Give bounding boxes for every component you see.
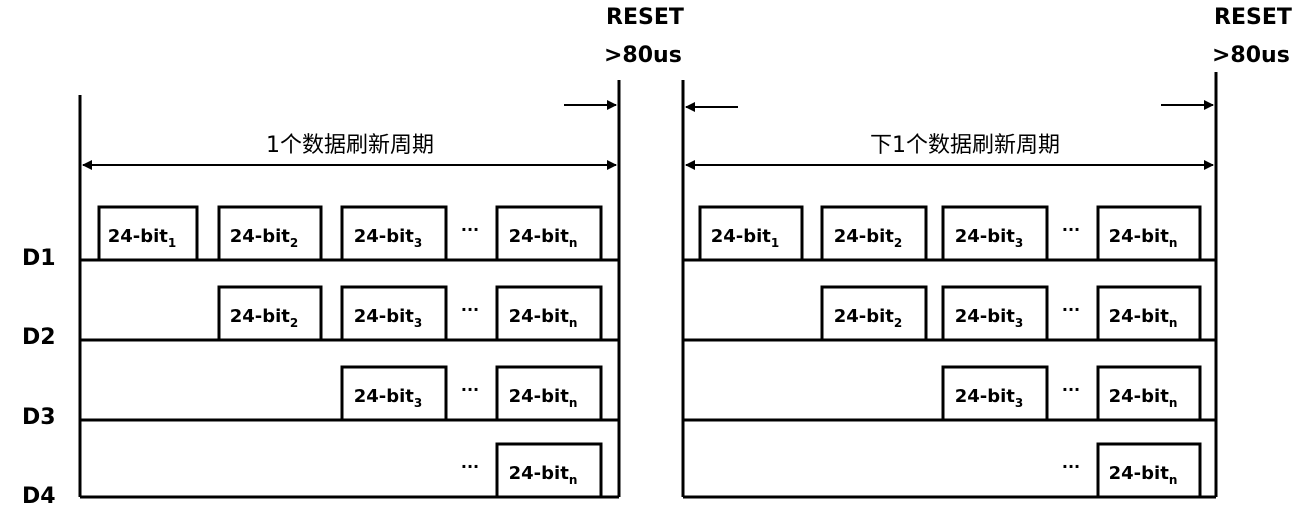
packet-subscript: 3 xyxy=(414,236,422,250)
ellipsis: ··· xyxy=(1062,380,1080,399)
row-label-d1: D1 xyxy=(22,246,56,271)
packet-label: 24-bit1 xyxy=(711,226,780,250)
packet-box xyxy=(820,285,928,342)
packet-label: 24-bitn xyxy=(509,306,578,330)
packet-subscript: n xyxy=(569,396,578,410)
packet-subscript: 1 xyxy=(771,236,779,250)
packet-subscript: 3 xyxy=(414,316,422,330)
packet-label: 24-bit3 xyxy=(955,386,1024,410)
packet-subscript: 3 xyxy=(1015,316,1023,330)
packet-box xyxy=(1096,205,1202,262)
packet-label: 24-bitn xyxy=(509,226,578,250)
packet-label: 24-bit2 xyxy=(834,226,903,250)
packet-box xyxy=(495,285,603,342)
packet-label: 24-bit2 xyxy=(230,306,299,330)
packet-subscript: n xyxy=(1169,396,1178,410)
reset-time-1: >80us xyxy=(604,43,682,68)
packet-box xyxy=(217,285,323,342)
ellipsis: ··· xyxy=(461,220,479,239)
packet-label: 24-bit3 xyxy=(354,386,423,410)
packet-label: 24-bitn xyxy=(1109,306,1178,330)
packet-box xyxy=(1096,442,1202,499)
packet-subscript: n xyxy=(1169,316,1178,330)
packet-box xyxy=(698,205,804,262)
ellipsis: ··· xyxy=(461,300,479,319)
packet-subscript: n xyxy=(569,316,578,330)
packet-label: 24-bitn xyxy=(509,386,578,410)
packet-box xyxy=(495,442,603,499)
packet-label: 24-bitn xyxy=(1109,386,1178,410)
diagram-dynamic-group: 24-bit1 24-bit2 24-bit3 24-bitn ··· 24-bit2 24… xyxy=(78,72,1218,499)
packet-box xyxy=(495,205,603,262)
reset-label-2: RESET xyxy=(1214,5,1292,30)
packet-box xyxy=(340,285,448,342)
packet-subscript: n xyxy=(569,236,578,250)
packet-box xyxy=(820,205,928,262)
packet-box xyxy=(495,365,603,422)
packet-box xyxy=(1096,365,1202,422)
packet-box xyxy=(340,205,448,262)
row-label-d3: D3 xyxy=(22,405,56,430)
packet-subscript: 2 xyxy=(894,316,902,330)
packet-label: 24-bit3 xyxy=(354,306,423,330)
packet-subscript: 2 xyxy=(290,236,298,250)
packet-subscript: 2 xyxy=(894,236,902,250)
packet-subscript: 2 xyxy=(290,316,298,330)
packet-box xyxy=(340,365,448,422)
packet-box xyxy=(97,205,199,262)
packet-subscript: n xyxy=(569,473,578,487)
ellipsis: ··· xyxy=(1062,457,1080,476)
reset-time-2: >80us xyxy=(1212,43,1290,68)
ellipsis: ··· xyxy=(1062,220,1080,239)
packet-label: 24-bit2 xyxy=(834,306,903,330)
row-label-d4: D4 xyxy=(22,484,56,509)
packet-label: 24-bitn xyxy=(1109,463,1178,487)
packet-subscript: n xyxy=(1169,473,1178,487)
packet-box xyxy=(941,285,1049,342)
ellipsis: ··· xyxy=(1062,300,1080,319)
packet-subscript: 3 xyxy=(1015,236,1023,250)
packet-subscript: 1 xyxy=(168,236,176,250)
reset-label-1: RESET xyxy=(606,5,684,30)
packet-label: 24-bit3 xyxy=(955,226,1024,250)
packet-label: 24-bit3 xyxy=(354,226,423,250)
packet-label: 24-bit3 xyxy=(955,306,1024,330)
period-title-1: 1个数据刷新周期 xyxy=(266,133,434,158)
packet-label: 24-bit1 xyxy=(108,226,177,250)
packet-box xyxy=(941,205,1049,262)
packet-label: 24-bitn xyxy=(1109,226,1178,250)
packet-subscript: 3 xyxy=(1015,396,1023,410)
packet-subscript: 3 xyxy=(414,396,422,410)
packet-label: 24-bitn xyxy=(509,463,578,487)
period-title-2: 下1个数据刷新周期 xyxy=(870,133,1060,158)
packet-box xyxy=(1096,285,1202,342)
ellipsis: ··· xyxy=(461,457,479,476)
packet-label: 24-bit2 xyxy=(230,226,299,250)
row-label-d2: D2 xyxy=(22,325,56,350)
ellipsis: ··· xyxy=(461,380,479,399)
packet-subscript: n xyxy=(1169,236,1178,250)
packet-box xyxy=(941,365,1049,422)
packet-box xyxy=(217,205,323,262)
